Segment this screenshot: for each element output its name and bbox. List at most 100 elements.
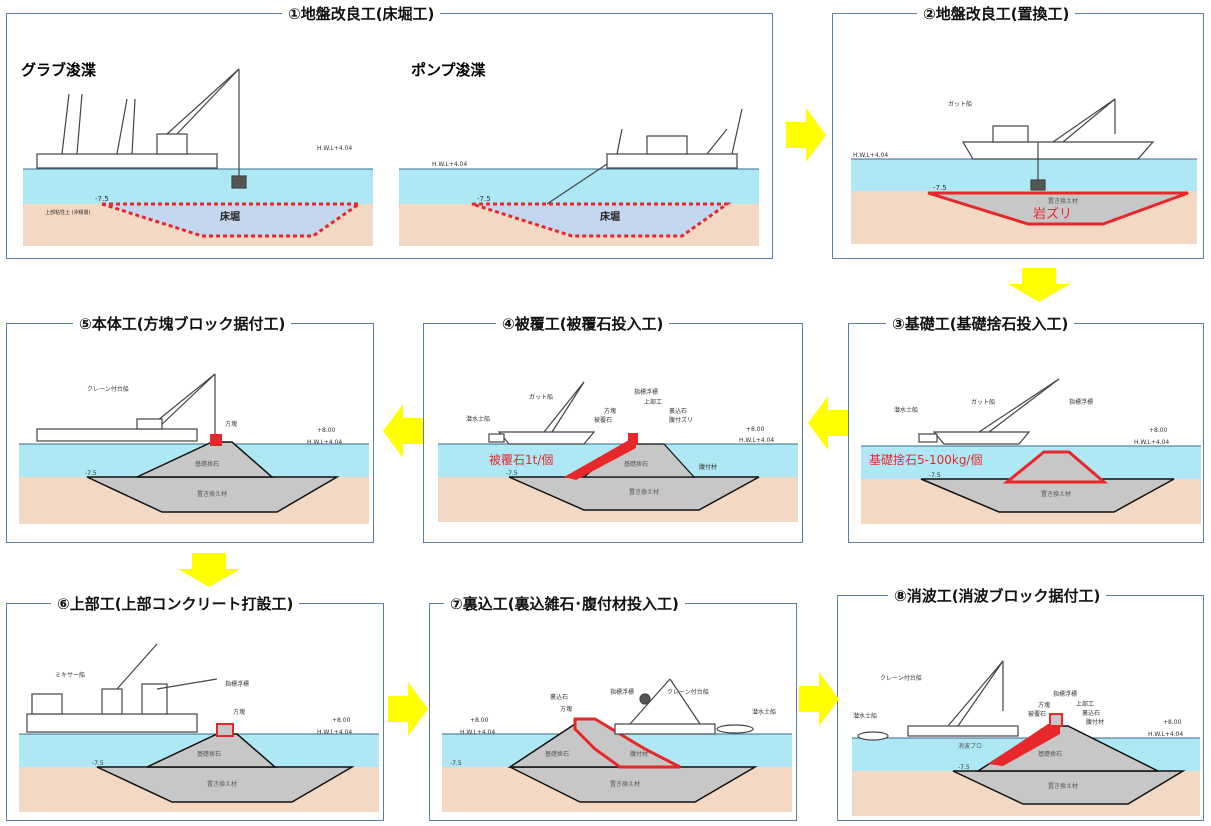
- fill-label: 置き換え材: [629, 488, 659, 496]
- panel4-diagram: ガット船 潜水士船 指標浮標 上部工 裏込石 方塊 被覆石 腹付ズリ 腹付材 +…: [438, 381, 798, 522]
- upper-work-label: 上部工: [1076, 700, 1094, 708]
- crane-barge-label: クレーン付台船: [880, 674, 922, 682]
- depth-label: -7.5: [933, 184, 947, 192]
- cover-stone-label: 被覆石: [1028, 710, 1046, 718]
- level-label: +8.00: [1163, 719, 1182, 726]
- arrow-left-3-to-4: [808, 396, 848, 450]
- level-label: +8.00: [317, 427, 336, 434]
- level-label: +8.00: [1149, 427, 1168, 434]
- upper-work-label: 上部工: [644, 398, 662, 406]
- panel8-title: ⑧消波工(消波ブロック据付工): [888, 585, 1107, 606]
- arrow-down-2-to-3: [1008, 268, 1070, 302]
- hwl-label: H.W.L+4.04: [460, 729, 495, 736]
- fill-label: 置き換え材: [1041, 490, 1071, 498]
- hwl-label: H.W.L+4.04: [317, 729, 352, 736]
- level-label: +8.00: [332, 717, 351, 724]
- foundation-stone-label: 基礎捨石5-100kg/個: [869, 452, 982, 467]
- level-label: +8.00: [470, 717, 489, 724]
- depth-label: -7.5: [85, 470, 97, 477]
- fill-label: 置き換え材: [610, 780, 640, 788]
- gut-ship-icon: [918, 378, 1060, 445]
- mixer-ship-label: ミキサー船: [55, 671, 85, 679]
- hwl-label: H.W.L+4.04: [739, 437, 774, 444]
- gut-ship-label: ガット船: [948, 100, 972, 108]
- backfill-stone-label: 裏込石: [1082, 709, 1100, 717]
- marker-buoy-label: 指標浮標: [1069, 398, 1093, 406]
- panel7-diagram: 裏込石 指標浮標 方塊 クレーン付台船 潜水士船 +8.00 H.W.L+4.0…: [442, 678, 792, 812]
- gut-ship-label: ガット船: [529, 393, 553, 401]
- diver-ship-label: 潜水士船: [466, 415, 490, 423]
- hwl-label: H.W.L+4.04: [853, 152, 888, 159]
- trench-label-left: 床堀: [220, 210, 240, 223]
- gut-ship-label: ガット船: [971, 398, 995, 406]
- fill-label: 置き換え材: [207, 780, 237, 788]
- block-label: 方塊: [560, 705, 572, 713]
- arrow-right-7-to-8: [799, 672, 839, 726]
- arrow-right-6-to-7: [388, 682, 428, 736]
- depth-label: -7.5: [450, 760, 462, 767]
- mixer-ship-icon: [26, 643, 218, 733]
- base-stone-label: 基礎捨石: [545, 750, 569, 758]
- coverstone-weight-label: 被覆石1t/個: [489, 453, 553, 467]
- gut-ship-icon: [961, 98, 1155, 191]
- diver-ship-label: 潜水士船: [752, 708, 776, 716]
- panel1-diagram: H.W.L+4.04 -7.5 上部粘性土 (沖積層) 床堀 H.W.L+4.0…: [23, 68, 759, 246]
- base-stone-label: 基礎捨石: [1038, 750, 1062, 758]
- crane-barge-label: クレーン付台船: [87, 385, 129, 393]
- marker-buoy-label: 指標浮標: [225, 680, 249, 688]
- panel6-diagram: ミキサー船 指標浮標 方塊 +8.00 H.W.L+4.04 基礎捨石 置き換え…: [19, 643, 379, 812]
- belly-material-label: 腹付材: [1086, 718, 1104, 726]
- backfill-stone-label: 裏込石: [550, 693, 568, 701]
- marker-buoy-label: 指標浮標: [610, 688, 634, 696]
- gut-ship-icon: [488, 381, 596, 445]
- block-label: 方塊: [233, 708, 245, 716]
- depth-label: -7.5: [506, 470, 518, 477]
- hwl-label: H.W.L+4.04: [1134, 439, 1169, 446]
- depth-label: -7.5: [929, 472, 941, 479]
- hwl-label-right: H.W.L+4.04: [432, 161, 467, 168]
- arrow-down-5-to-6: [178, 553, 240, 587]
- block-label: 方塊: [604, 407, 616, 415]
- wave-block-label: 消波ブロ: [958, 742, 982, 750]
- panel-upper-work: ミキサー船 指標浮標 方塊 +8.00 H.W.L+4.04 基礎捨石 置き換え…: [6, 603, 384, 821]
- depth-label: -7.5: [958, 764, 970, 771]
- fill-label: 置き換え材: [197, 490, 227, 498]
- panel3-title: ③基礎工(基礎捨石投入工): [886, 313, 1075, 334]
- panel1-title: ①地盤改良工(床堀工): [282, 3, 441, 24]
- arrow-right-1-to-2: [786, 108, 826, 162]
- diver-ship-label: 潜水士船: [894, 406, 918, 414]
- fill-label: 置き換え材: [1048, 782, 1078, 790]
- depth-label: -7.5: [92, 760, 104, 767]
- crane-barge-icon: [36, 373, 216, 442]
- panel2-diagram: ガット船 H.W.L+4.04 -7.5 置き換え材 岩ズリ: [851, 98, 1197, 244]
- panel-backfill-work: 裏込石 指標浮標 方塊 クレーン付台船 潜水士船 +8.00 H.W.L+4.0…: [429, 603, 797, 821]
- base-stone-label: 基礎捨石: [624, 460, 648, 468]
- belly-material-label: 腹付材: [630, 750, 648, 758]
- base-stone-label: 基礎捨石: [195, 460, 219, 468]
- panel-foundation-work: ガット船 潜水士船 指標浮標 +8.00 H.W.L+4.04 基礎捨石5-10…: [848, 323, 1204, 543]
- pump-dredger-icon: [546, 108, 743, 205]
- arrow-left-4-to-5: [383, 404, 423, 458]
- rubble-label: 岩ズリ: [1033, 206, 1072, 222]
- crane-barge-icon: [614, 678, 754, 735]
- panel-ground-improvement-dredging: H.W.L+4.04 -7.5 上部粘性土 (沖積層) 床堀 H.W.L+4.0…: [6, 13, 773, 259]
- panel6-title: ⑥上部工(上部コンクリート打設工): [51, 593, 300, 614]
- fill-small-label: 置き換え材: [1048, 197, 1078, 205]
- panel8-diagram: クレーン付台船 潜水士船 指標浮標 上部工 方塊 裏込石 被覆石 腹付材 +8.…: [852, 660, 1200, 816]
- level-label: +8.00: [746, 426, 765, 433]
- panel-wave-dissipation-work: クレーン付台船 潜水士船 指標浮標 上部工 方塊 裏込石 被覆石 腹付材 +8.…: [837, 595, 1204, 821]
- base-stone-label: 基礎捨石: [197, 750, 221, 758]
- block-label: 方塊: [225, 420, 237, 428]
- panel-main-body-work: クレーン付台船 方塊 +8.00 H.W.L+4.04 基礎捨石 置き換え材 -…: [6, 323, 374, 543]
- diver-ship-label: 潜水士船: [853, 712, 877, 720]
- panel2-title: ②地盤改良工(置換工): [917, 3, 1076, 24]
- belly-rubble-label: 腹付ズリ: [669, 416, 693, 424]
- hwl-label: H.W.L+4.04: [307, 439, 342, 446]
- panel-ground-improvement-replacement: ガット船 H.W.L+4.04 -7.5 置き換え材 岩ズリ: [832, 13, 1204, 259]
- panel5-diagram: クレーン付台船 方塊 +8.00 H.W.L+4.04 基礎捨石 置き換え材 -…: [19, 373, 369, 524]
- marker-buoy-label: 指標浮標: [1053, 690, 1077, 698]
- panel5-title: ⑤本体工(方塊ブロック据付工): [73, 313, 292, 334]
- cover-stone-label: 被覆石: [594, 416, 612, 424]
- hwl-label-left: H.W.L+4.04: [317, 145, 352, 152]
- backfill-stone-label: 裏込石: [669, 407, 687, 415]
